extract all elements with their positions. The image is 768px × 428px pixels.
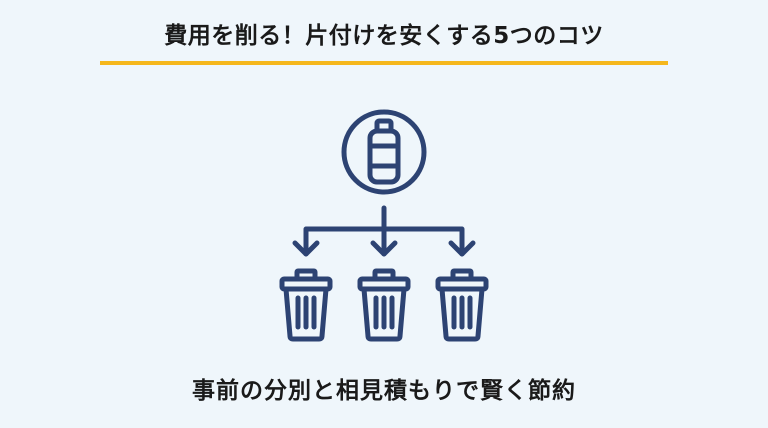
bottle-in-circle-icon [341,109,427,195]
split-arrows-icon [292,205,476,257]
trash-bin-icon [357,268,411,342]
page-title: 費用を削る！片付けを安くする5つのコツ [164,23,604,49]
caption-text: 事前の分別と相見積もりで賢く節約 [192,378,576,404]
trash-bin-icon [279,268,333,342]
title-underline [100,61,668,65]
trash-bin-icon [435,268,489,342]
